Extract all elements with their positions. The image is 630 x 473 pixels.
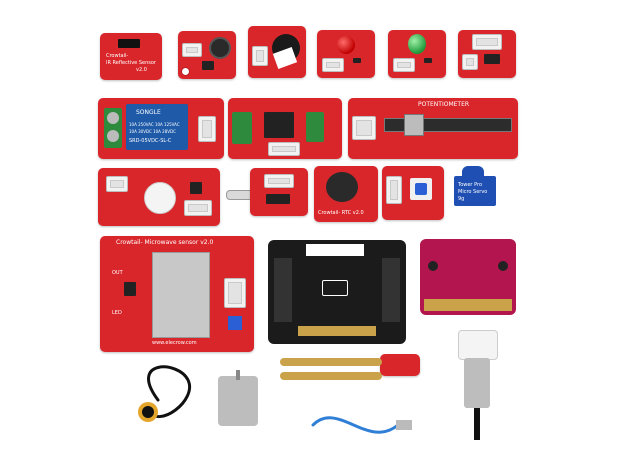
connector (393, 58, 415, 72)
edge-connector (298, 326, 376, 336)
relay-body: SONGLE 10A 250VAC 10A 125VAC 10A 30VDC 1… (126, 104, 188, 150)
button-cap (415, 183, 427, 195)
connector (252, 46, 268, 66)
pump-head (458, 330, 498, 360)
mw-out-label: OUT (112, 270, 123, 276)
pump-motor (464, 358, 490, 408)
ic-chip (264, 112, 294, 138)
servo-motor: Tower Pro Micro Servo 9g (452, 166, 498, 224)
servo-label3: 9g (458, 196, 465, 202)
servo-label2: Micro Servo (458, 189, 488, 195)
edge-connector (424, 299, 512, 311)
rtc-module: Crowtail- RTC v2.0 (314, 166, 378, 222)
servo-label: Tower Pro (458, 182, 483, 188)
pir-dome-icon (144, 182, 176, 214)
mw-led-label: LED (112, 310, 122, 316)
resistor (424, 58, 432, 63)
red-led-icon (337, 36, 355, 54)
button-a (428, 261, 438, 271)
button-icon (410, 178, 432, 200)
edge-slot (306, 244, 364, 256)
water-pump (452, 330, 502, 440)
green-led-module (388, 30, 446, 78)
probe-2 (280, 372, 382, 380)
motor-driver-module (228, 98, 342, 159)
connector (182, 43, 202, 57)
ic-chip (190, 182, 202, 194)
connector (268, 142, 300, 156)
green-led-icon (408, 34, 426, 54)
soil-moisture-sensor (280, 354, 440, 400)
pump-wire (474, 408, 480, 440)
pot-title: POTENTIOMETER (418, 101, 470, 108)
ic-chip (202, 61, 214, 70)
connector (322, 58, 344, 72)
ir-sensor-component (118, 39, 140, 48)
ic-chip (266, 194, 290, 204)
expansion-board (268, 240, 406, 344)
terminal-block (232, 112, 252, 144)
screw-icon (107, 112, 119, 124)
ic-chip (484, 54, 500, 64)
slider-knob (404, 114, 424, 136)
microwave-sensor-module: Crowtail- Microwave sensor v2.0 OUT LED … (100, 236, 254, 352)
tilt-switch-module (250, 168, 308, 216)
red-led-module (317, 30, 375, 78)
relay-spec2: 10A 30VDC 10A 28VDC (129, 129, 176, 134)
ir-reflective-sensor-module: Crowtail- IR Reflective Sensor v2.0 (100, 33, 162, 80)
connector (224, 278, 246, 308)
dc-motor (218, 370, 258, 430)
battery-holder (326, 172, 358, 202)
relay-model: SRD-05VDC-SL-C (129, 138, 172, 144)
microbit-board (420, 239, 516, 315)
mount-hole (181, 67, 190, 76)
button-module (382, 166, 444, 220)
mw-site-label: www.elecrow.com (152, 340, 197, 346)
potentiometer-module: POTENTIOMETER (348, 98, 518, 159)
probe-1 (280, 358, 382, 366)
connector (386, 176, 402, 204)
connector (198, 116, 216, 142)
potentiometer-knob (228, 316, 242, 330)
microphone-sensor-module (178, 31, 236, 79)
ic-chip (124, 282, 136, 296)
usb-cable (311, 416, 412, 434)
sensor-head (380, 354, 420, 376)
ir-title-label: Crowtail- (106, 53, 129, 59)
pir-motion-module (98, 168, 220, 226)
connector (462, 54, 478, 70)
relay-spec1: 10A 250VAC 10A 125VAC (129, 122, 180, 127)
terminal-block (306, 112, 324, 142)
ir-sub-label: IR Reflective Sensor (106, 60, 156, 66)
connector (352, 116, 376, 140)
rtc-label: Crowtail- RTC v2.0 (318, 210, 364, 216)
pin-header (382, 258, 400, 322)
resistor (353, 58, 361, 63)
motor-shaft (236, 370, 240, 380)
servo-horn (462, 166, 484, 178)
relay-brand: SONGLE (136, 109, 161, 116)
connector (106, 176, 128, 192)
buzzer-module (248, 26, 306, 78)
servo-body: Tower Pro Micro Servo 9g (454, 176, 496, 206)
infrared-cable-sensor (138, 365, 192, 422)
connector (184, 200, 212, 216)
pin-header (274, 258, 292, 322)
microwave-shield (152, 252, 210, 338)
motor-body (218, 376, 258, 426)
logo-icon (322, 280, 348, 296)
connector (472, 34, 502, 50)
button-b (498, 261, 508, 271)
microphone-icon (209, 37, 231, 59)
led-matrix (450, 249, 486, 285)
ir-version-label: v2.0 (136, 67, 147, 73)
driver-module (458, 30, 516, 78)
screw-icon (107, 130, 119, 142)
connector (264, 174, 294, 188)
mw-title: Crowtail- Microwave sensor v2.0 (116, 239, 214, 246)
relay-module: SONGLE 10A 250VAC 10A 125VAC 10A 30VDC 1… (98, 98, 224, 159)
terminal-block (104, 108, 122, 148)
